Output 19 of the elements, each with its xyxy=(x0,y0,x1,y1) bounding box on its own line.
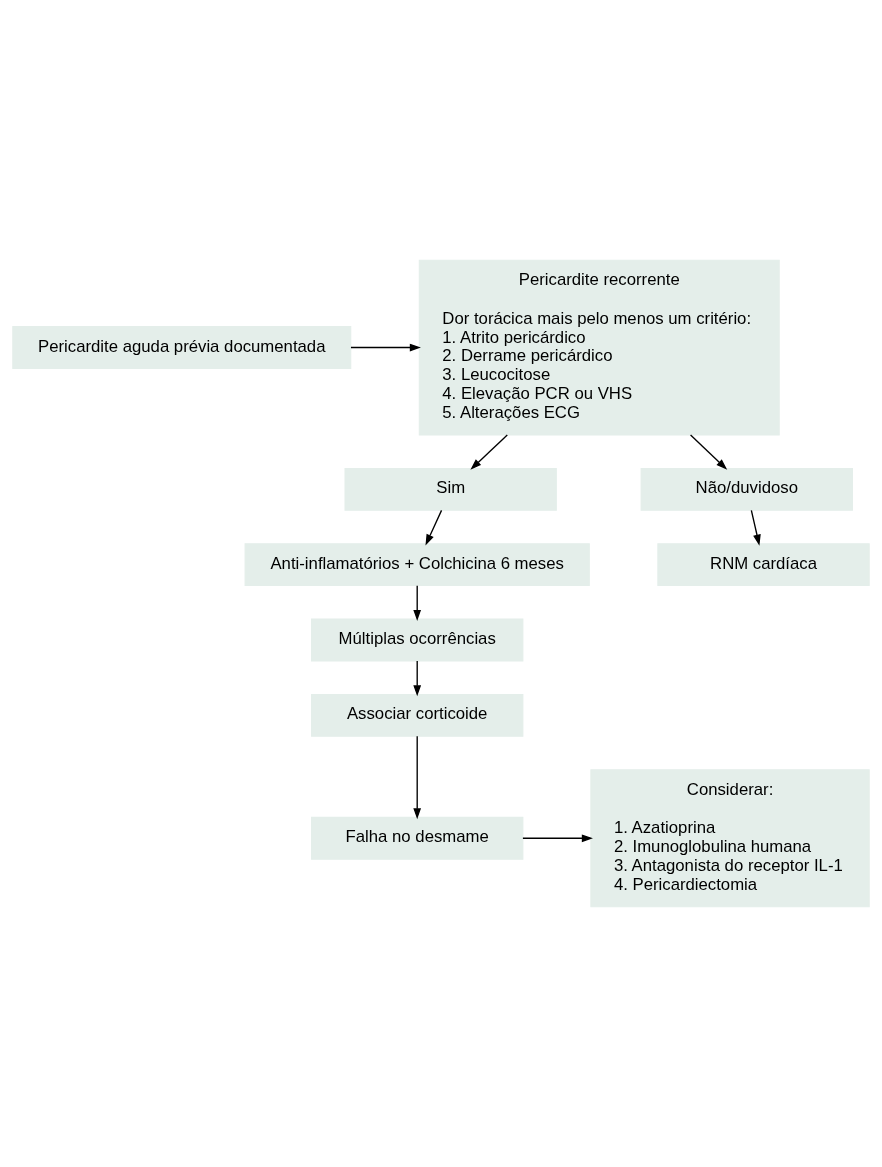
arrow xyxy=(470,434,508,470)
node-box: Falha no desmame xyxy=(311,816,524,860)
arrow xyxy=(413,735,422,820)
node-box: Sim xyxy=(344,467,557,511)
arrow xyxy=(350,343,421,352)
arrow xyxy=(522,834,593,843)
node-box: Associar corticoide xyxy=(311,693,524,737)
arrow xyxy=(413,660,422,697)
node-box: Não/duvidoso xyxy=(640,467,853,511)
node-box: RNM cardíaca xyxy=(657,543,870,587)
arrow xyxy=(425,509,443,546)
node-box: Pericardite aguda prévia documentada xyxy=(12,326,352,369)
arrow xyxy=(750,509,761,546)
arrow xyxy=(689,434,728,470)
node-box: Considerar: 1. Azatioprina 2. Imunoglobulina humana 3. Antagonista do receptor IL-1 4. Pericardiectomia xyxy=(590,769,870,908)
node-box: Anti-inflamatórios + Colchicina 6 meses xyxy=(244,543,590,587)
arrow xyxy=(413,585,422,622)
node-box: Múltiplas ocorrências xyxy=(311,618,524,662)
node-box: Pericardite recorrente Dor torácica mais pelo menos um critério: 1. Atrito pericárdico 2. Derrame pericárdico 3. Leucocitose 4. Elevação PCR ou VHS 5. Alterações ECG xyxy=(418,259,780,436)
